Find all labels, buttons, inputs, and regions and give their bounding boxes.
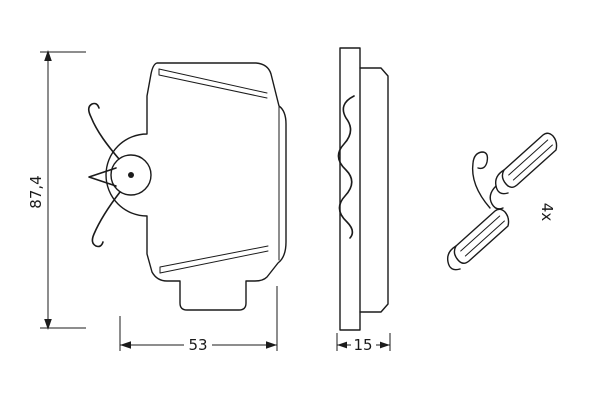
clip-quantity-label: 4x — [538, 203, 556, 222]
clip-lower-bracket — [471, 151, 491, 209]
spring-arm-upper — [87, 102, 120, 160]
front-view — [87, 62, 287, 311]
top-chamfer-line — [158, 68, 268, 99]
spring-arm-middle — [88, 167, 117, 187]
height-dimension-label: 87,4 — [27, 175, 45, 208]
width-dimension: 53 — [119, 286, 278, 354]
clip-upper-hook — [494, 169, 509, 195]
clip-lower-rib — [460, 215, 501, 252]
spring-arm-lower — [91, 191, 121, 248]
thickness-dimension-label: 15 — [353, 336, 372, 354]
arrowhead-down — [44, 319, 52, 330]
clip-lower-rib — [464, 220, 505, 257]
clip-upper-rib — [512, 144, 553, 181]
clip-upper-body — [501, 132, 558, 188]
backing-plate-profile — [339, 47, 361, 331]
clip-lower-body — [453, 208, 510, 264]
arrowhead-right — [266, 341, 277, 349]
retaining-spring-profile — [337, 95, 355, 239]
height-dimension: 87,4 — [27, 50, 86, 330]
wear-sensor-hole — [110, 154, 152, 196]
top-chamfer-line — [158, 68, 268, 94]
label-background — [184, 335, 212, 353]
bottom-chamfer-line — [159, 250, 269, 274]
pad-outline — [105, 62, 287, 311]
width-dimension-label: 53 — [188, 336, 207, 354]
label-background — [351, 336, 376, 353]
arrowhead-left — [337, 341, 347, 349]
arrowhead-left — [120, 341, 131, 349]
friction-material-profile — [359, 67, 389, 313]
clip-upper-rib — [508, 139, 549, 176]
arrowhead-up — [44, 50, 52, 61]
wear-sensor-rivet — [128, 172, 134, 178]
side-view — [337, 47, 389, 331]
arrowhead-right — [380, 341, 390, 349]
thickness-dimension: 15 — [336, 333, 391, 354]
bottom-chamfer-line — [159, 245, 269, 274]
clips-view — [446, 132, 558, 271]
clip-lower-hook — [446, 245, 461, 271]
